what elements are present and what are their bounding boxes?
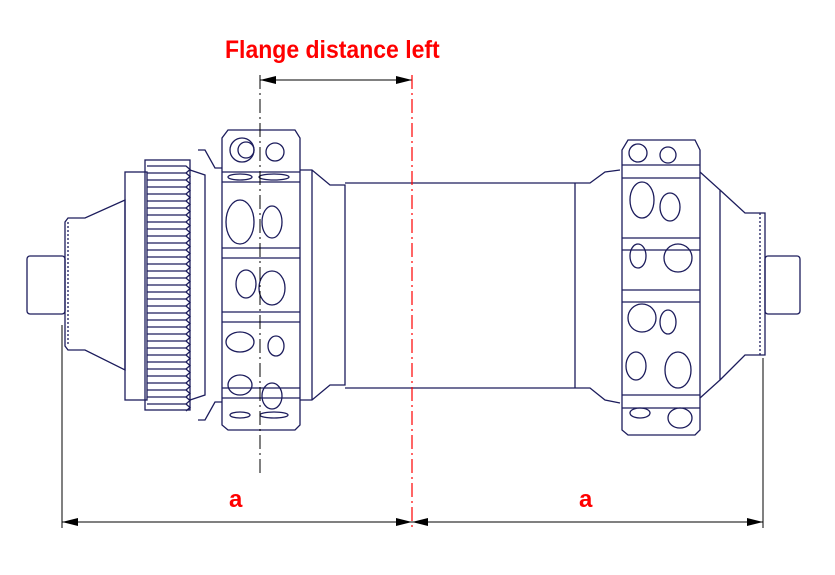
spline-tooth bbox=[147, 179, 191, 188]
spline-tooth bbox=[147, 347, 191, 356]
right-flange-facets bbox=[622, 164, 700, 409]
freehub-body bbox=[124, 171, 148, 401]
spline-tooth bbox=[147, 305, 191, 314]
spline-tooth bbox=[147, 354, 191, 363]
spline-tooth bbox=[147, 242, 191, 251]
spline-tooth bbox=[147, 165, 191, 174]
spline-tooth bbox=[147, 312, 191, 321]
axle-left bbox=[26, 255, 66, 315]
spline-tooth bbox=[147, 214, 191, 223]
spline-tooth bbox=[147, 221, 191, 230]
rotor-interface bbox=[198, 149, 222, 421]
spline-tooth bbox=[147, 263, 191, 272]
flange-distance-left-label: Flange distance left bbox=[225, 36, 440, 64]
spline-tooth bbox=[147, 326, 191, 335]
axle-right bbox=[764, 255, 801, 315]
spline-tooth bbox=[147, 207, 191, 216]
spline-tooth bbox=[147, 298, 191, 307]
spline-tooth bbox=[147, 368, 191, 377]
right-flange-holes bbox=[625, 143, 693, 429]
spline-tooth bbox=[147, 249, 191, 258]
spline-tooth bbox=[147, 193, 191, 202]
spline-tooth bbox=[147, 375, 191, 384]
spline-tooth bbox=[147, 186, 191, 195]
spline-tooth bbox=[147, 291, 191, 300]
spline-tooth bbox=[147, 382, 191, 391]
spline-tooth bbox=[147, 256, 191, 265]
spline-tooth bbox=[147, 340, 191, 349]
spline-outline bbox=[144, 159, 191, 411]
hub-shell bbox=[300, 169, 621, 404]
freehub-step bbox=[189, 169, 206, 401]
spline-tooth bbox=[147, 284, 191, 293]
spline-tooth bbox=[147, 396, 191, 405]
spline-tooth bbox=[147, 172, 191, 181]
freehub-splines bbox=[147, 165, 191, 412]
spline-tooth bbox=[147, 361, 191, 370]
right-flange bbox=[621, 139, 701, 436]
right-flange-step bbox=[699, 171, 721, 399]
spline-tooth bbox=[147, 200, 191, 209]
dimension-arrows bbox=[62, 76, 763, 526]
left-flange bbox=[221, 129, 301, 431]
dimension-a-right-label: a bbox=[579, 486, 593, 513]
flange-facets bbox=[222, 171, 300, 399]
end-cap-left bbox=[64, 198, 126, 372]
spline-tooth bbox=[147, 403, 191, 412]
spline-tooth bbox=[147, 270, 191, 279]
spline-tooth bbox=[147, 277, 191, 286]
spline-tooth bbox=[147, 319, 191, 328]
spline-tooth bbox=[147, 389, 191, 398]
end-cap-right bbox=[719, 189, 766, 381]
left-flange-holes bbox=[225, 137, 290, 419]
spline-tooth bbox=[147, 333, 191, 342]
dimension-a-left-label: a bbox=[229, 486, 243, 513]
spline-tooth bbox=[147, 235, 191, 244]
spline-tooth bbox=[147, 228, 191, 237]
